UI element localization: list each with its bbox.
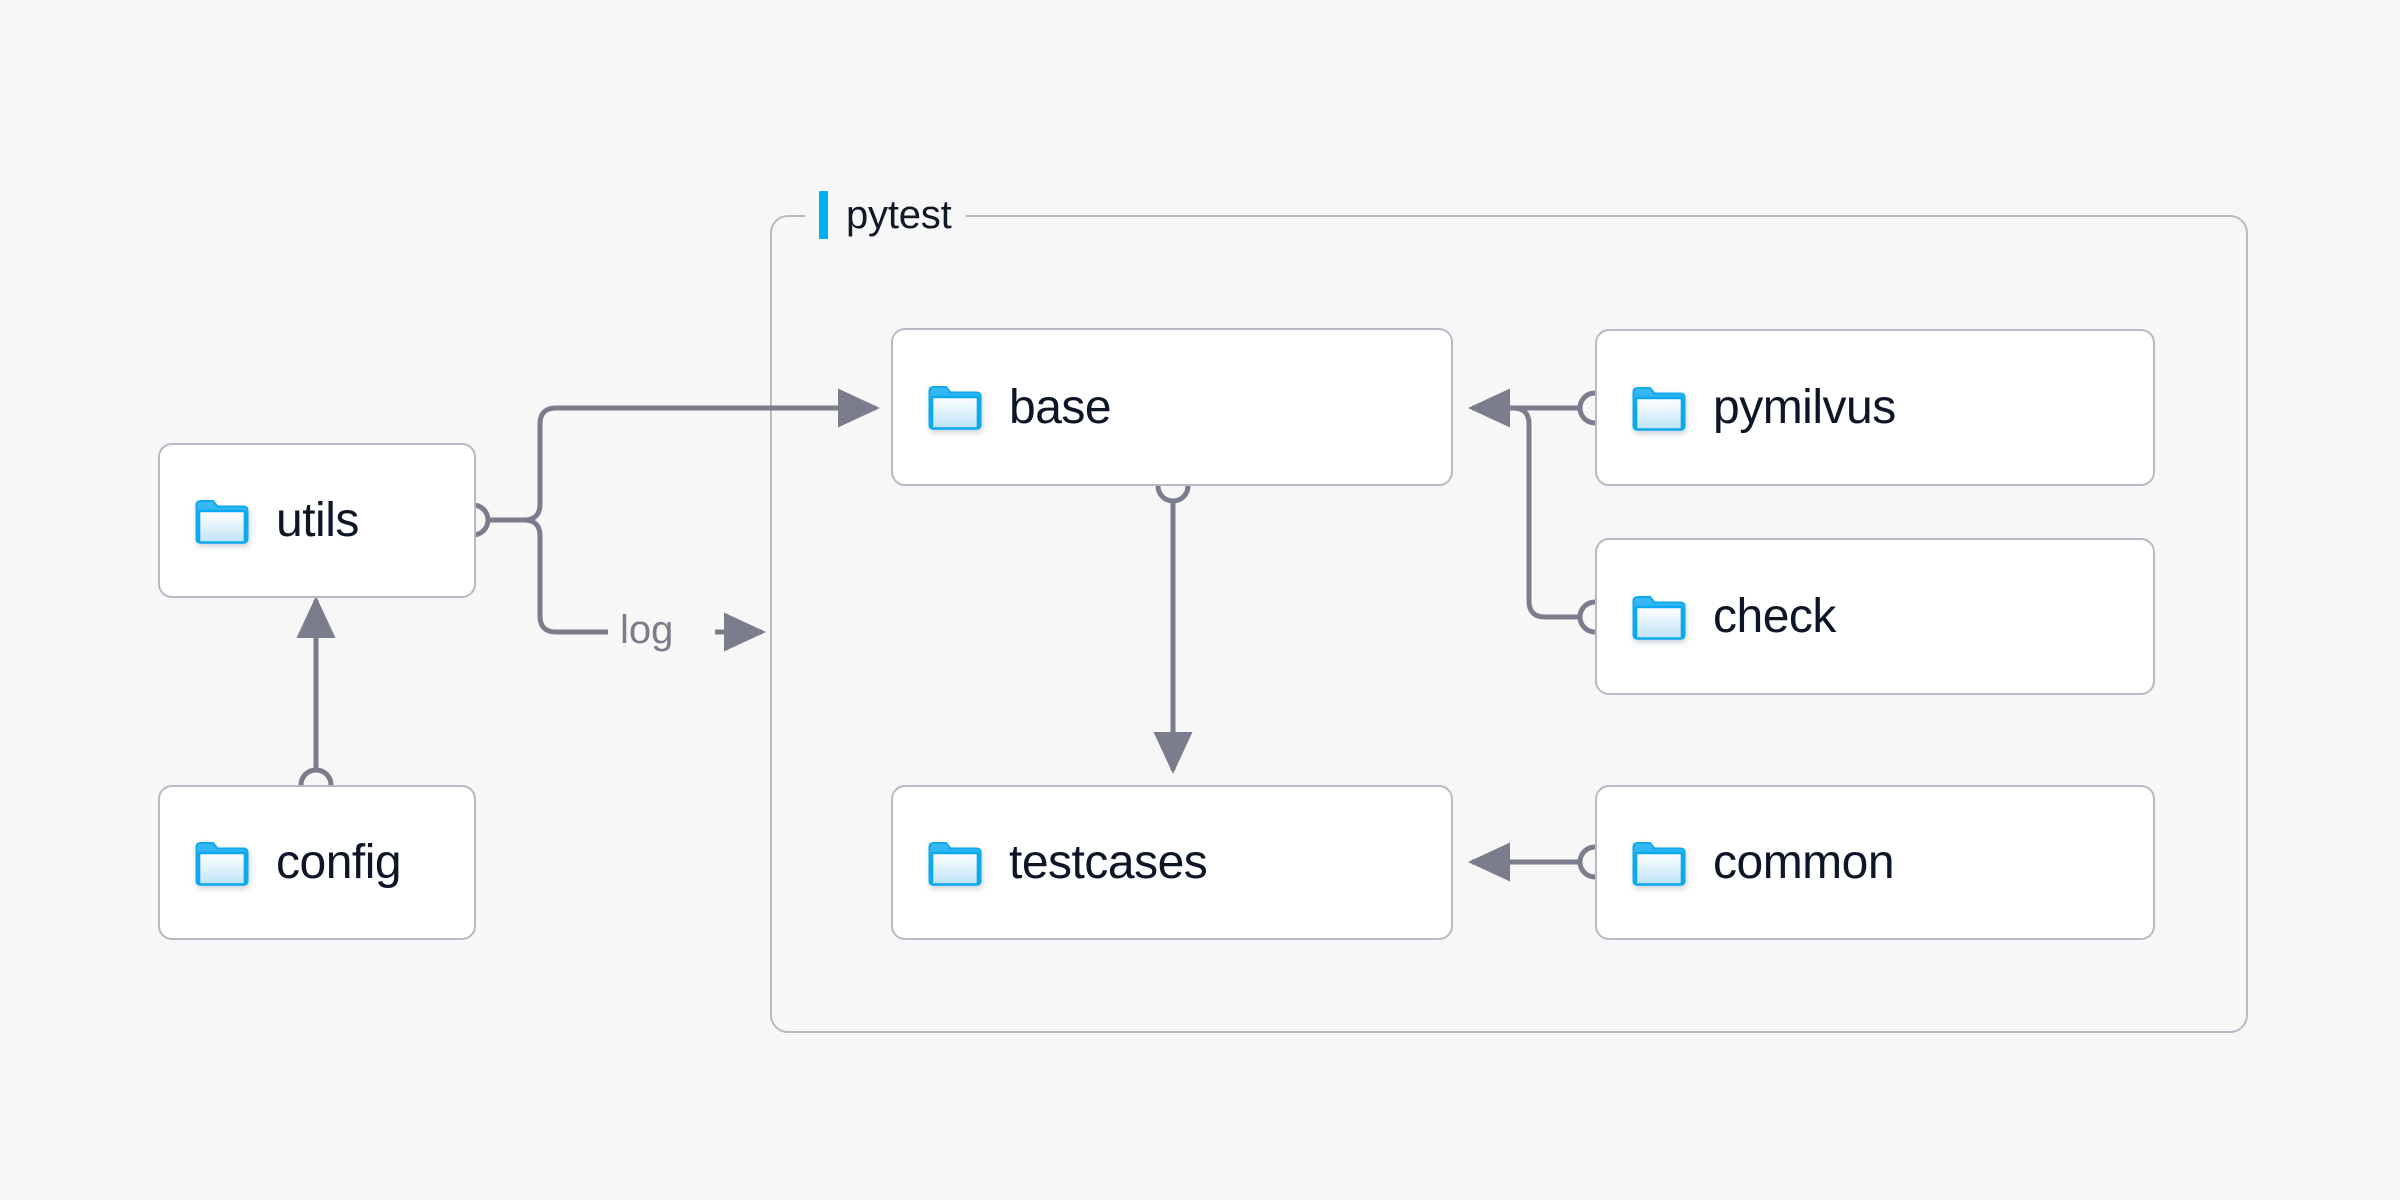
node-label-check: check xyxy=(1713,590,1836,643)
group-pytest-container xyxy=(770,215,2248,1033)
folder-icon xyxy=(928,841,982,886)
node-label-utils: utils xyxy=(276,494,359,547)
accent-bar-icon xyxy=(819,191,828,239)
group-title-label: pytest xyxy=(846,192,952,237)
node-base[interactable]: base xyxy=(891,328,1453,486)
group-pytest-title: pytest xyxy=(805,188,966,242)
folder-icon xyxy=(1632,595,1686,640)
node-label-config: config xyxy=(276,836,402,889)
node-pymilvus[interactable]: pymilvus xyxy=(1595,329,2155,486)
node-label-testcases: testcases xyxy=(1009,836,1208,889)
folder-icon xyxy=(195,499,249,544)
node-label-common: common xyxy=(1713,836,1895,889)
edge-utils-log xyxy=(489,517,626,635)
node-testcases[interactable]: testcases xyxy=(891,785,1453,940)
node-label-pymilvus: pymilvus xyxy=(1713,381,1896,434)
node-check[interactable]: check xyxy=(1595,538,2155,695)
folder-icon xyxy=(195,841,249,886)
edge-label-log: log xyxy=(608,608,686,653)
node-utils[interactable]: utils xyxy=(158,443,476,598)
node-common[interactable]: common xyxy=(1595,785,2155,940)
node-config[interactable]: config xyxy=(158,785,476,940)
folder-icon xyxy=(928,386,982,430)
folder-icon xyxy=(1632,841,1686,886)
node-label-base: base xyxy=(1009,380,1112,434)
folder-icon xyxy=(1632,386,1686,431)
